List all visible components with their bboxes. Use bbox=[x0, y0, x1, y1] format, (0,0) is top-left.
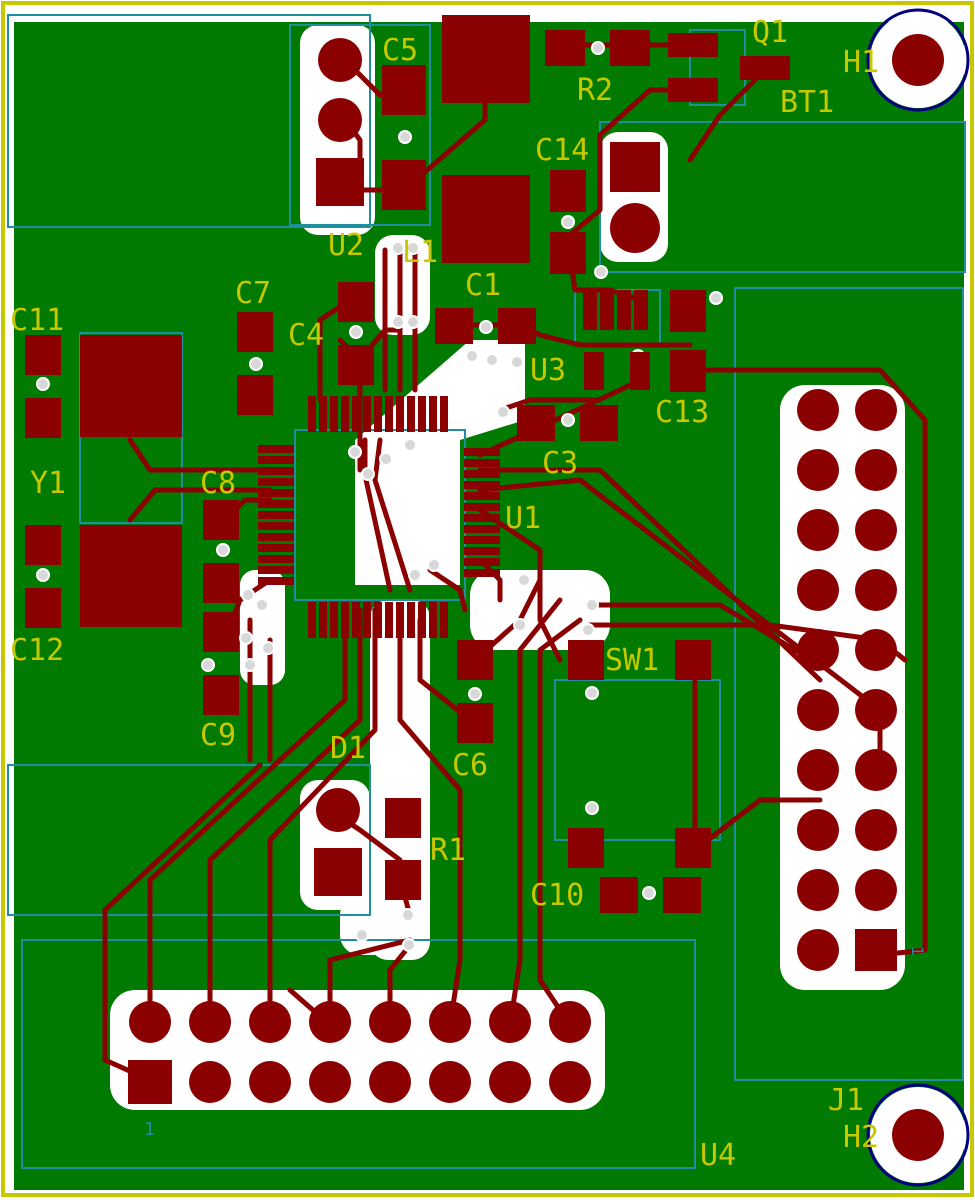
label-c13: C13 bbox=[655, 395, 709, 430]
label-c8: C8 bbox=[200, 466, 236, 501]
label-c6: C6 bbox=[452, 748, 488, 783]
label-c4: C4 bbox=[288, 318, 324, 353]
mounting-hole-h1 bbox=[866, 8, 970, 112]
silkscreen-labels: Q1 H1 R2 BT1 C5 C14 U2 L1 C7 C1 C11 C4 U… bbox=[10, 15, 927, 1173]
label-c9: C9 bbox=[200, 718, 236, 753]
label-h1: H1 bbox=[843, 45, 879, 80]
label-bt1: BT1 bbox=[780, 85, 834, 120]
label-r2: R2 bbox=[577, 73, 613, 108]
label-u1: U1 bbox=[505, 501, 541, 536]
label-j1: J1 bbox=[828, 1083, 864, 1118]
label-c11: C11 bbox=[10, 303, 64, 338]
pads bbox=[25, 15, 790, 913]
label-c5: C5 bbox=[382, 33, 418, 68]
label-c10: C10 bbox=[530, 878, 584, 913]
label-h2: H2 bbox=[843, 1120, 879, 1155]
mounting-hole-h2 bbox=[866, 1083, 970, 1187]
label-q1: Q1 bbox=[752, 15, 788, 50]
label-c7: C7 bbox=[235, 276, 271, 311]
label-u4-pin1: 1 bbox=[144, 1119, 155, 1140]
label-u4: U4 bbox=[700, 1138, 736, 1173]
label-r1: R1 bbox=[430, 833, 466, 868]
label-c1: C1 bbox=[465, 268, 501, 303]
label-l1: L1 bbox=[402, 235, 438, 270]
u1-qfp-pads bbox=[258, 396, 500, 638]
label-d1: D1 bbox=[330, 731, 366, 766]
u4-header-pads bbox=[128, 1001, 591, 1104]
label-u3: U3 bbox=[530, 353, 566, 388]
label-u2: U2 bbox=[328, 228, 364, 263]
j1-header-pads bbox=[797, 389, 897, 971]
label-c3: C3 bbox=[542, 446, 578, 481]
label-c14: C14 bbox=[535, 133, 589, 168]
label-j1-pin1: 1 bbox=[908, 946, 927, 956]
label-y1: Y1 bbox=[30, 466, 66, 501]
label-sw1: SW1 bbox=[605, 643, 659, 678]
label-c12: C12 bbox=[10, 633, 64, 668]
